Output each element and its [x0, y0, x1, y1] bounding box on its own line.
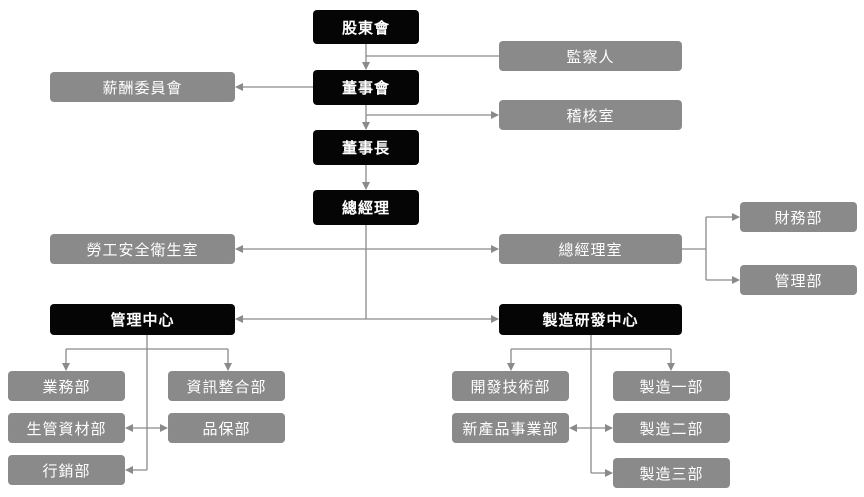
node-general-manager: 總經理 — [313, 190, 419, 225]
node-production-material-dept: 生管資材部 — [8, 413, 125, 443]
node-supervisors: 監察人 — [499, 41, 682, 71]
node-finance-dept: 財務部 — [740, 202, 857, 232]
node-remuneration-committee: 薪酬委員會 — [50, 72, 235, 102]
node-management-center: 管理中心 — [50, 304, 235, 335]
node-chairman: 董事長 — [313, 130, 419, 165]
node-mfg-dept-1: 製造一部 — [613, 371, 730, 401]
node-shareholders: 股東會 — [313, 10, 419, 44]
node-management-dept: 管理部 — [740, 265, 857, 295]
node-mfg-dept-2: 製造二部 — [613, 413, 730, 443]
node-gm-office: 總經理室 — [499, 234, 682, 264]
node-marketing-dept: 行銷部 — [8, 455, 125, 485]
node-qa-dept: 品保部 — [168, 413, 285, 443]
node-safety-office: 勞工安全衛生室 — [50, 234, 235, 264]
node-new-product-dept: 新產品事業部 — [452, 413, 569, 443]
node-info-integration-dept: 資訊整合部 — [168, 371, 285, 401]
node-mfg-rd-center: 製造研發中心 — [499, 304, 682, 335]
node-dev-tech-dept: 開發技術部 — [452, 371, 569, 401]
node-mfg-dept-3: 製造三部 — [613, 458, 730, 488]
node-board: 董事會 — [313, 70, 419, 105]
node-sales-dept: 業務部 — [8, 371, 125, 401]
node-audit-office: 稽核室 — [499, 100, 682, 130]
